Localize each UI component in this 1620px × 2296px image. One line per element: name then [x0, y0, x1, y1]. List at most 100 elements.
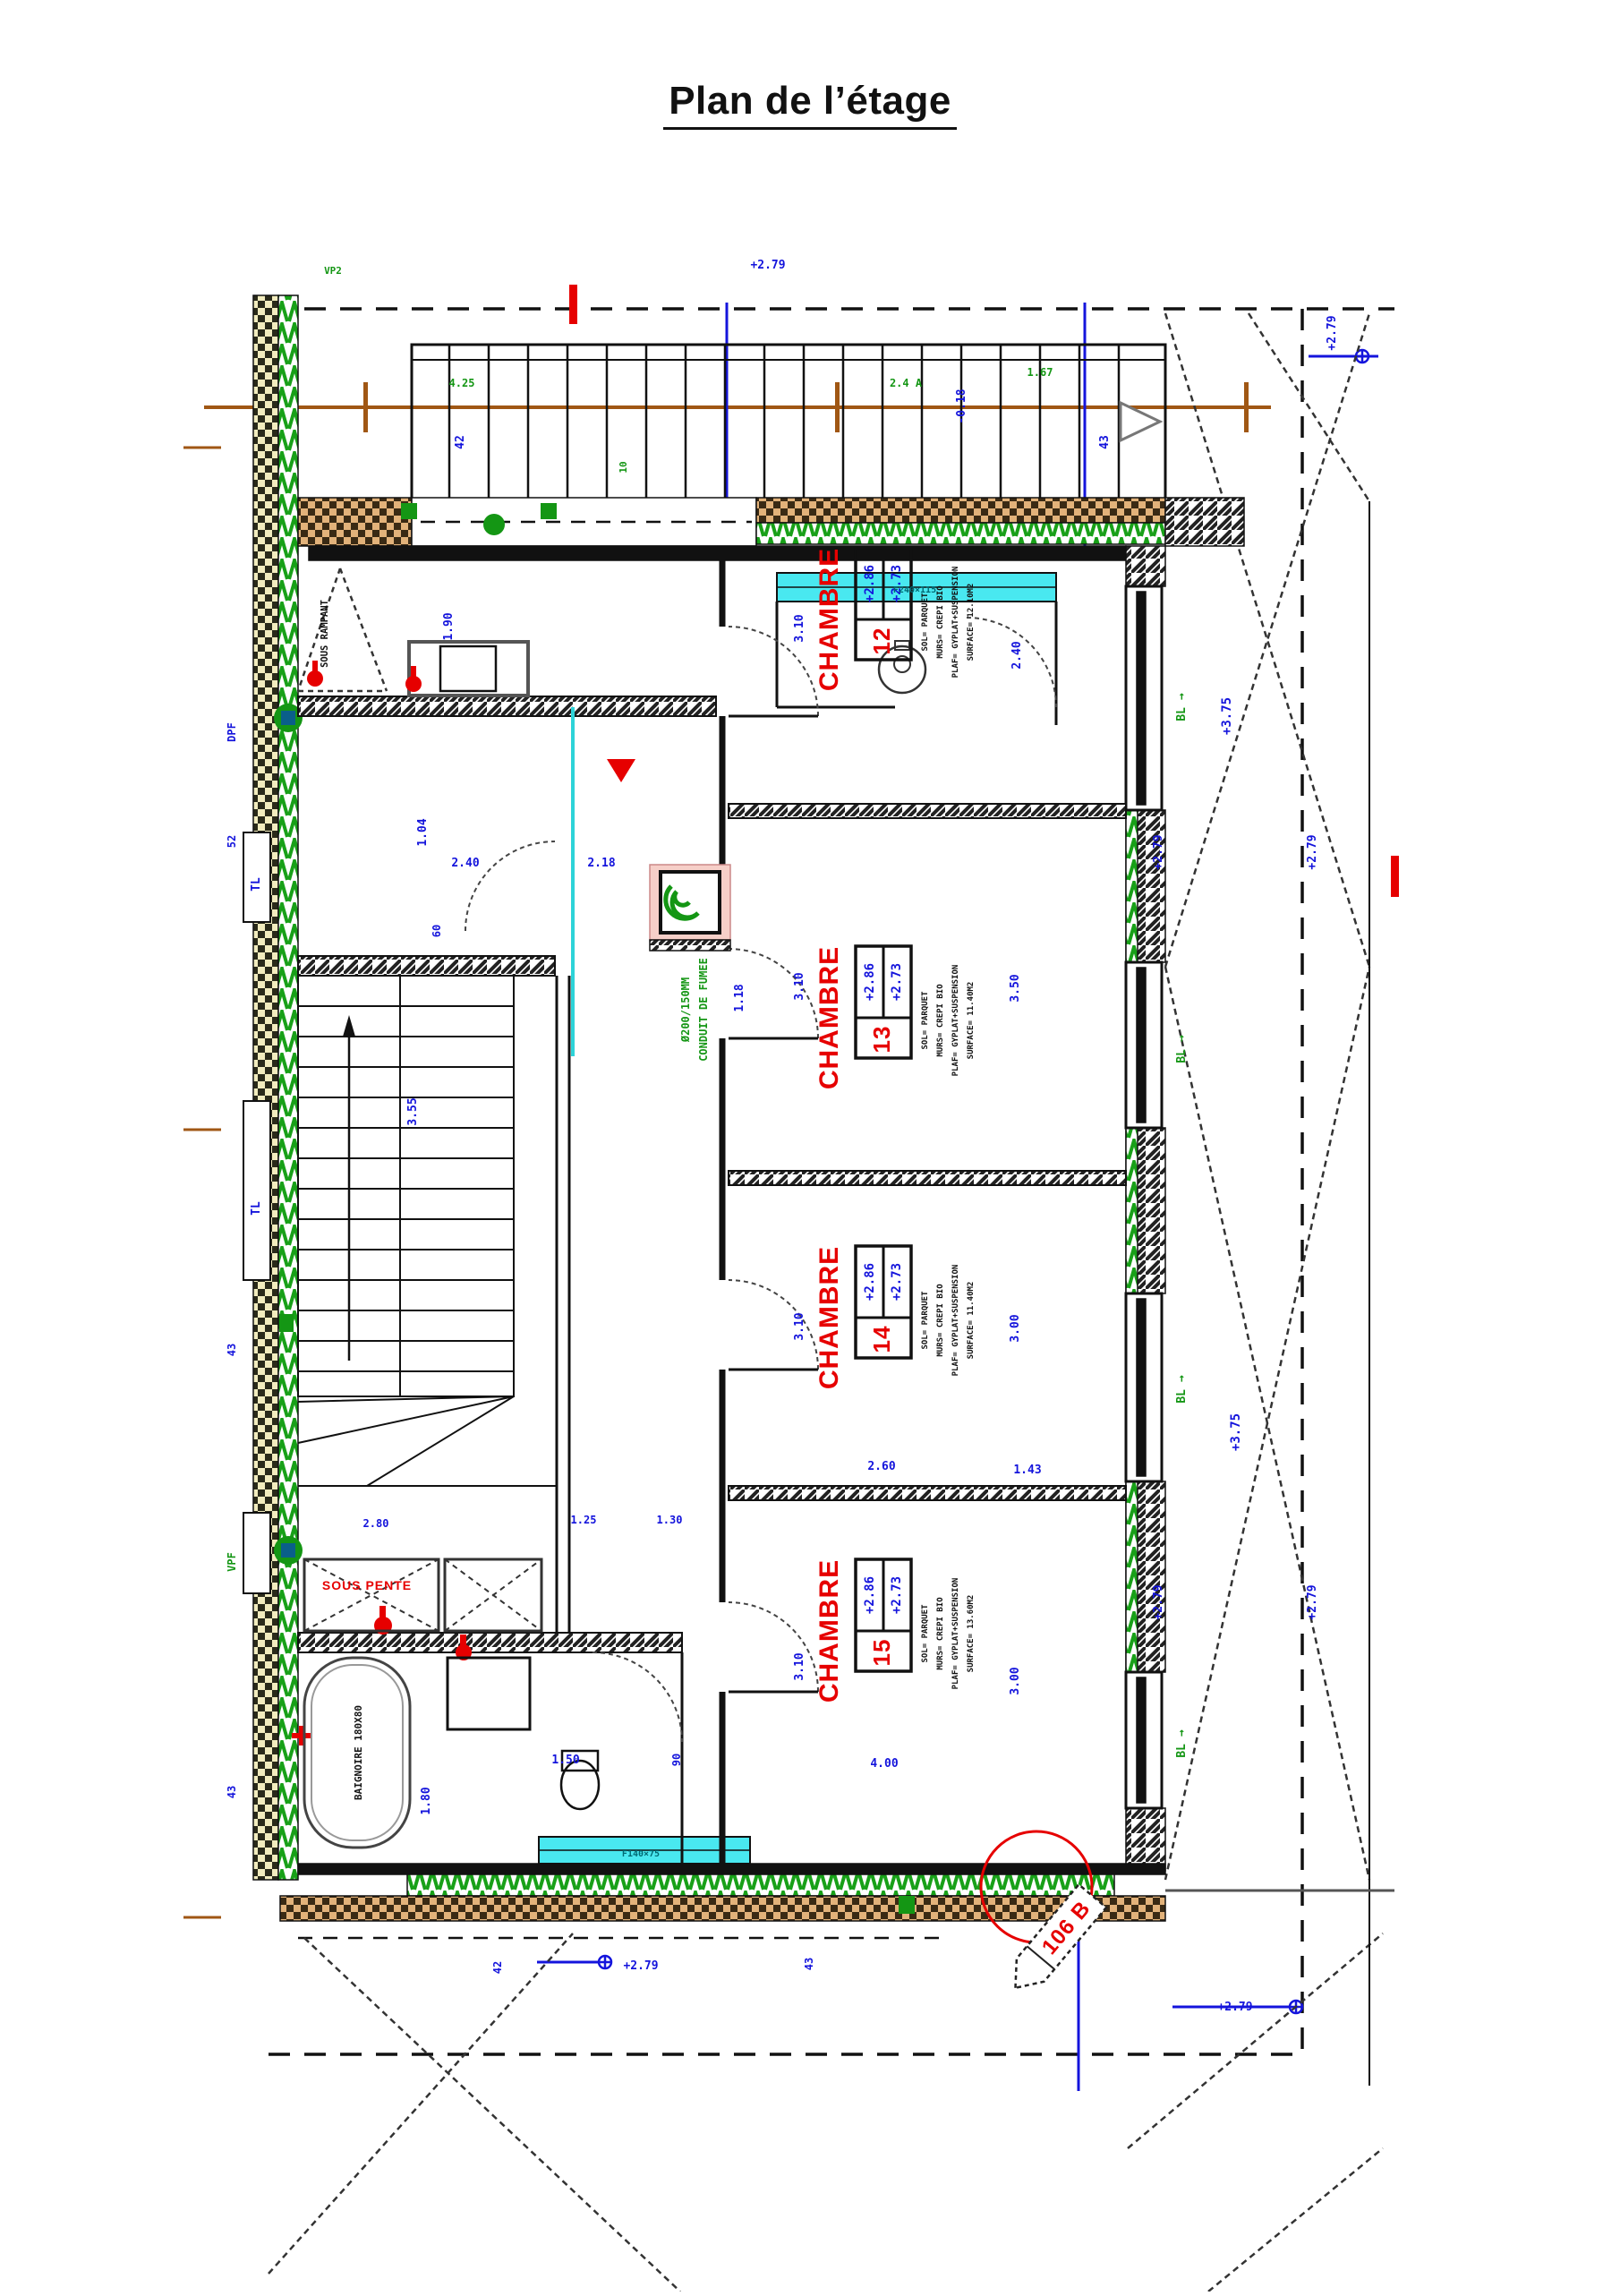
dimension-label: 1.80 [420, 1787, 433, 1814]
dimension-label: 3.10 [793, 1652, 806, 1680]
exterior-walls [243, 294, 1245, 1922]
room-spec: SURFACE= 11.40M2 [967, 1282, 976, 1360]
room-spec: MURS= CREPI BIO [936, 984, 945, 1057]
dimension-label: 43 [226, 1786, 238, 1798]
section-line [183, 382, 1271, 1919]
room-number: 14 [868, 1326, 895, 1353]
flue-label-line1: Ø200/150MM [679, 977, 692, 1043]
dimension-label: TL [250, 1201, 263, 1216]
detail-reference: 106 B [979, 1830, 1108, 1990]
room-spec: MURS= CREPI BIO [936, 1284, 945, 1357]
room-name: CHAMBRE [814, 946, 844, 1089]
room-elev-a: +2.86 [863, 1263, 877, 1301]
dimension-label: 2.40 [1010, 641, 1024, 669]
room-number: 13 [868, 1026, 895, 1054]
room-spec: PLAF= GYPLAT+SUSPENSION [951, 965, 960, 1077]
dimension-label: BL → [1175, 1035, 1189, 1063]
dimension-label: 3.00 [1009, 1667, 1022, 1694]
dimension-label: BL → [1175, 1375, 1189, 1403]
bathroom [303, 1558, 601, 1849]
room-spec: SOL= PARQUET [921, 1291, 930, 1350]
right-windows [1124, 585, 1164, 1810]
room-elev-a: +2.86 [863, 1576, 877, 1614]
room-spec: SOL= PARQUET [921, 593, 930, 652]
dimension-label: +2.79 [1152, 1584, 1165, 1619]
dimension-label: 1.43 [1013, 1464, 1041, 1477]
dimension-label: TL [250, 877, 263, 892]
room-spec: SURFACE= 12.10M2 [967, 584, 976, 661]
flue-label-line2: CONDUIT DE FUMEE [697, 958, 710, 1062]
dimension-label: 4.25 [449, 377, 475, 389]
dimension-label: +2.79 [1217, 2001, 1252, 2014]
room-block-chambre-14: CHAMBRE +2.86 +2.73 14 SOL= PARQUET MURS… [814, 1244, 976, 1389]
dimension-label: 1.30 [657, 1514, 683, 1526]
dimension-label: -0.18 [955, 388, 968, 423]
dimension-label: F240×115 [893, 585, 936, 595]
room-spec: PLAF= GYPLAT+SUSPENSION [951, 1578, 960, 1690]
dimension-label: 3.00 [1009, 1314, 1022, 1342]
interior-stair [297, 975, 557, 1487]
dimension-label: 1.25 [571, 1514, 597, 1526]
dimension-label: 52 [226, 835, 238, 848]
room-spec: PLAF= GYPLAT+SUSPENSION [951, 567, 960, 679]
dimension-label: 2.40 [451, 857, 479, 870]
dimension-label: F140×75 [622, 1849, 660, 1859]
room-spec: SURFACE= 11.40M2 [967, 982, 976, 1060]
dimension-label: 4.00 [870, 1757, 898, 1771]
vent-markers [274, 503, 915, 1914]
dimension-label: 3.10 [793, 1312, 806, 1340]
dimension-label: 2.18 [587, 857, 615, 870]
storage-label: SOUS PENTE [322, 1578, 412, 1592]
dimension-label: 43 [803, 1958, 815, 1970]
dimension-label: 3.10 [793, 614, 806, 642]
room-elev-b: +2.73 [890, 565, 904, 602]
dimension-label: 3.55 [406, 1097, 420, 1125]
dimension-label: +3.75 [1220, 697, 1234, 735]
room-spec: PLAF= GYPLAT+SUSPENSION [951, 1265, 960, 1377]
stair-direction-arrow [1119, 400, 1164, 443]
dimension-label: 43 [1098, 435, 1112, 449]
dimension-label: VPF [226, 1552, 238, 1572]
dimension-label: DPF [226, 722, 238, 742]
room-elev-b: +2.73 [890, 1263, 904, 1301]
dimension-label: 90 [670, 1754, 683, 1766]
dimension-label: 42 [491, 1961, 504, 1974]
page-title: Plan de l’étage [663, 79, 957, 130]
dimension-label: BL → [1175, 1729, 1189, 1757]
room-spec: SOL= PARQUET [921, 1604, 930, 1663]
attic-hatch-room [296, 568, 575, 1056]
dimension-label: 2.4 A [890, 377, 923, 389]
dimension-label: 42 [454, 435, 467, 449]
room-spec: SOL= PARQUET [921, 991, 930, 1050]
interior-walls [297, 560, 1127, 1864]
room-spec: SURFACE= 13.60M2 [967, 1595, 976, 1673]
dimension-label: +2.79 [623, 1959, 658, 1973]
attic-label: SOUS RAMPANT [320, 600, 330, 668]
section-mark-red [569, 285, 1399, 897]
flue-label: Ø200/150MM CONDUIT DE FUMEE [679, 958, 710, 1062]
room-block-chambre-13: CHAMBRE +2.86 +2.73 13 SOL= PARQUET MURS… [814, 944, 976, 1089]
dimension-label: VP2 [324, 265, 342, 277]
dimension-label: 2.80 [363, 1517, 389, 1530]
room-name: CHAMBRE [814, 548, 844, 691]
room-elev-b: +2.73 [890, 1576, 904, 1614]
dimension-label: +2.79 [1306, 1584, 1319, 1619]
chimney-flue [649, 864, 731, 952]
room-name: CHAMBRE [814, 1246, 844, 1389]
dimension-label: 1.04 [416, 818, 430, 846]
room-block-chambre-15: CHAMBRE +2.86 +2.73 15 SOL= PARQUET MURS… [814, 1558, 976, 1703]
room-block-chambre-12: CHAMBRE +2.86 +2.73 12 SOL= PARQUET MURS… [814, 546, 976, 691]
dimension-label: 43 [226, 1344, 238, 1356]
room-elev-a: +2.86 [863, 565, 877, 602]
room-spec: MURS= CREPI BIO [936, 585, 945, 659]
dimension-label: 1.90 [442, 612, 456, 640]
room-elev-b: +2.73 [890, 963, 904, 1001]
dimension-label: BL → [1175, 693, 1189, 721]
room-elev-a: +2.86 [863, 963, 877, 1001]
dimension-label: 1.18 [733, 984, 746, 1011]
dimension-label: 2.60 [867, 1460, 895, 1473]
door-arcs [465, 617, 1057, 1743]
dimension-label: +2.79 [1306, 834, 1319, 869]
dimension-label: 1.50 [551, 1754, 579, 1767]
